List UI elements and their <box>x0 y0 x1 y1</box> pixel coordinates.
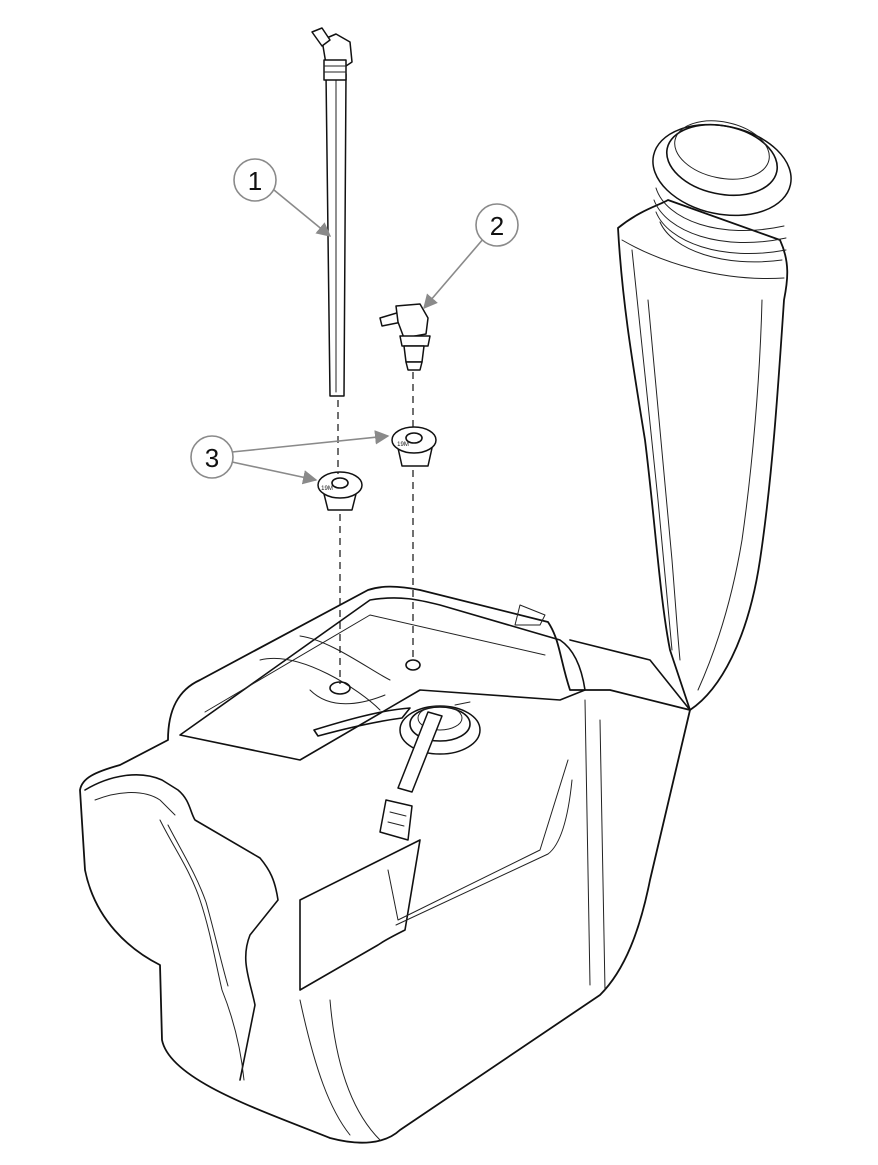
callout-3-label: 3 <box>205 443 219 473</box>
grommet-upper-marking: 19M <box>397 442 409 448</box>
fuel-tank-body <box>79 585 691 1144</box>
filler-neck <box>617 120 792 711</box>
grommet-lower-marking: 19M <box>321 486 333 492</box>
assembly-center-lines <box>337 372 414 684</box>
callout-1-label: 1 <box>248 166 262 196</box>
harness-connector <box>379 799 413 841</box>
wiring-harness <box>379 711 443 841</box>
vent-tube-part-1 <box>311 27 353 397</box>
mounting-hole-right <box>405 659 421 671</box>
grommet-lower: 19M <box>317 471 363 511</box>
grommet-upper: 19M <box>391 426 437 467</box>
callout-2: 2 <box>423 203 519 310</box>
callout-3: 3 <box>190 430 390 485</box>
filler-cap-ring <box>652 120 792 263</box>
callout-1: 1 <box>233 158 332 237</box>
callout-2-label: 2 <box>490 211 504 241</box>
elbow-fitting-part-2 <box>379 303 431 371</box>
